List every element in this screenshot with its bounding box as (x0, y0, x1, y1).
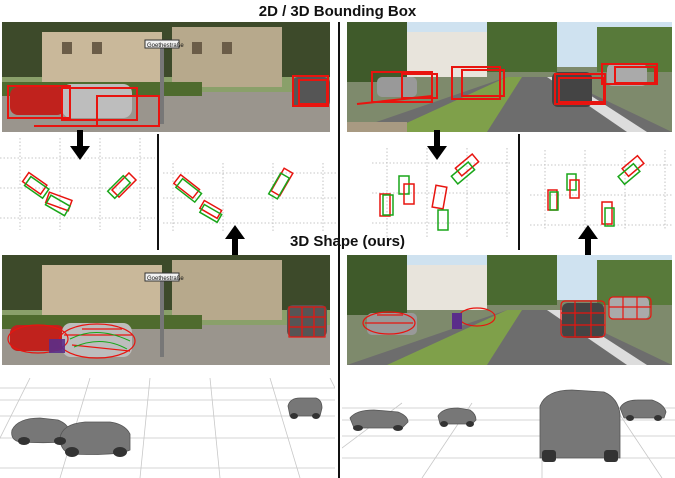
bev-top-right-b (530, 150, 672, 230)
bottom-left-photo: Goethestraße (2, 255, 330, 365)
arrow-up-icon (225, 225, 245, 255)
street-sign-text: Goethestraße (147, 43, 184, 49)
bottom-right-photo (347, 255, 672, 365)
render-left (0, 378, 335, 478)
arrow-up-icon (578, 225, 598, 255)
top-left-photo: Goethestraße (2, 22, 330, 132)
arrow-down-icon (427, 130, 447, 162)
street-sign-text: Goethestraße (147, 276, 184, 282)
bev-top-left-b (163, 163, 338, 233)
center-divider (338, 22, 340, 478)
mid-title: 3D Shape (ours) (289, 233, 406, 250)
arrow-down-icon (70, 130, 90, 162)
bev-top-right-a (372, 148, 512, 238)
top-title: 2D / 3D Bounding Box (258, 3, 417, 20)
right-bev-divider (518, 134, 520, 250)
left-bev-divider (157, 134, 159, 250)
render-right (342, 378, 675, 478)
top-right-photo (347, 22, 672, 132)
bev-top-left-a (0, 138, 155, 230)
